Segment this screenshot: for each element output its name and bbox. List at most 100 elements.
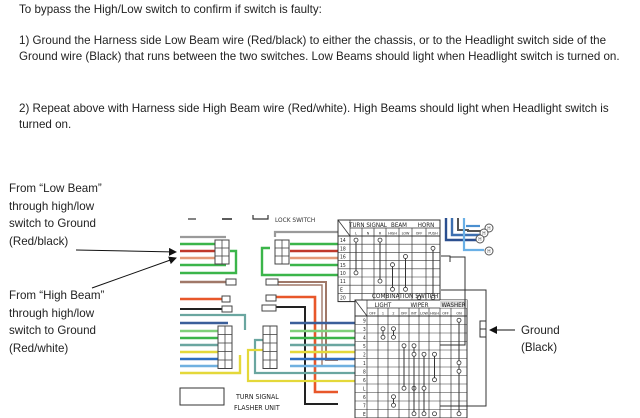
contact-dot [430,245,436,251]
black-wire [276,306,338,405]
combo-row-label: L [363,387,366,393]
washer-header-bg [440,300,467,308]
upper-column-header: OFF [416,231,423,236]
black-plug-left [221,305,233,313]
bulb-mark: H [487,249,490,255]
combo-row-label: 2 [363,353,366,359]
low-beam-arrow [75,247,177,256]
wire [180,355,242,375]
combo-group-header: WIPER [411,302,429,309]
contact-dot [411,351,417,357]
turn-signal-label: TURN SIGNAL [235,393,279,401]
table-diagonal [337,219,351,237]
upper-group-header: BEAM [391,222,407,229]
top-marks [188,215,269,220]
connectors [214,239,290,369]
lower-right-connector [262,325,278,369]
upper-row-label: E [340,287,343,293]
wire [260,246,338,277]
contact-dot [391,402,396,408]
contact-dot [421,351,427,357]
ground-label-line1: Ground [521,324,560,337]
upper-row-label: 20 [340,296,346,302]
bulb-circle [484,246,494,256]
combo-row-label: 5 [363,344,366,350]
contact-dot [401,343,407,349]
combo-column-header: OFF [442,311,449,316]
combo-row-label: E [363,412,366,418]
combo-row-label: 4 [363,336,366,342]
ground-annotation: Ground (Black) [521,322,581,356]
combo-row-label: 3 [363,327,366,333]
contact-dot [456,368,462,374]
table-diagonal [354,299,368,317]
bulb-wire [462,218,484,252]
contact-dot [390,286,395,292]
contact-dot [377,237,383,243]
upper-column-header: N [367,231,370,236]
lock-switch-label: LOCK SWITCH [275,216,315,224]
upper-left-connector [214,239,230,265]
bulb-wire [450,218,482,237]
bulb-mark: H [487,226,490,232]
contact-dot [377,278,383,284]
brown-plug-right [265,278,279,286]
contact-dot [391,326,396,332]
contact-dot [403,286,408,292]
brown-plug-left [225,278,237,286]
contact-dot [403,254,408,259]
combo-title: COMBINATION SWITCH [372,292,438,300]
contact-dot [456,411,462,417]
ground-wire [440,255,466,346]
wire [253,338,355,375]
combo-column-header: OFF [401,311,408,316]
contact-dot [391,334,396,340]
bulb-wire [457,218,486,232]
step-2-text: 2) Repeat above with Harness side High B… [19,102,609,131]
lower-left-connector [217,325,233,369]
ground-label-line2: (Black) [521,341,558,354]
combo-row-label: 1 [363,361,366,367]
wire [273,230,342,238]
black-plug-right [261,304,277,312]
contact-dot [380,326,386,332]
contact-dot [432,411,437,417]
contact-dot [432,351,437,357]
wire [246,348,355,383]
bulb-wire [444,218,478,242]
combo-group-header: LIGHT [375,302,392,309]
orange-plug-left [221,295,231,303]
combo-column-header: LOW [420,311,428,316]
upper-column-header: PUSH [428,231,438,236]
high-beam-annotation: From “High Beam” through high/low switch… [9,289,105,355]
combo-column-header: ON [456,311,462,316]
upper-group-header: HORN [418,222,435,229]
contact-dot [456,317,462,323]
low-beam-annotation: From “Low Beam” through high/low switch … [9,182,102,248]
wire [180,313,247,330]
contact-dot [421,385,427,391]
combo-row-label: 9 [363,319,366,325]
flasher-unit-label: FLASHER UNIT [234,404,280,412]
combo-column-header: HIGH [430,311,439,316]
step-1-text: 1) Ground the Harness side Low Beam wire… [19,34,620,63]
combo-row-label: 6 [363,378,366,384]
wire [278,281,338,361]
combo-frame [354,299,468,418]
upper-column-header: HIGH [388,231,397,236]
wires [180,230,355,405]
contact-dot [380,334,386,340]
orange-plug-right [265,294,277,302]
combo-row-label: 7 [363,404,366,410]
bulb-mark: H [478,237,481,243]
upper-column-header: LOW [402,231,410,236]
contact-dot [391,394,396,400]
combo-column-header: OFF [369,311,376,316]
upper-column-header: R [379,231,382,236]
combo-row-label: 6 [363,395,366,401]
combo-column-header: 1 [382,311,384,316]
